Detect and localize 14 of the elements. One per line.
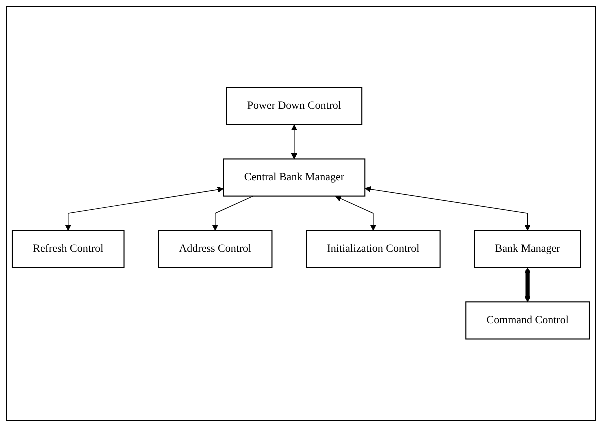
arrow xyxy=(524,268,531,302)
node-box xyxy=(158,230,273,268)
node-box xyxy=(474,230,582,268)
arrow xyxy=(291,124,298,160)
node-box xyxy=(306,230,441,268)
arrow xyxy=(212,196,254,231)
node-box xyxy=(466,302,590,340)
node-box xyxy=(12,230,125,268)
node-box xyxy=(223,158,366,197)
node-box xyxy=(226,87,363,126)
arrow xyxy=(365,186,531,231)
diagram-frame: Power Down Control Refresh Control Central Bank Manager Address Control Initialization Control Bank Manager Command Control xyxy=(6,6,596,421)
arrow xyxy=(65,186,224,231)
arrow xyxy=(335,196,376,231)
